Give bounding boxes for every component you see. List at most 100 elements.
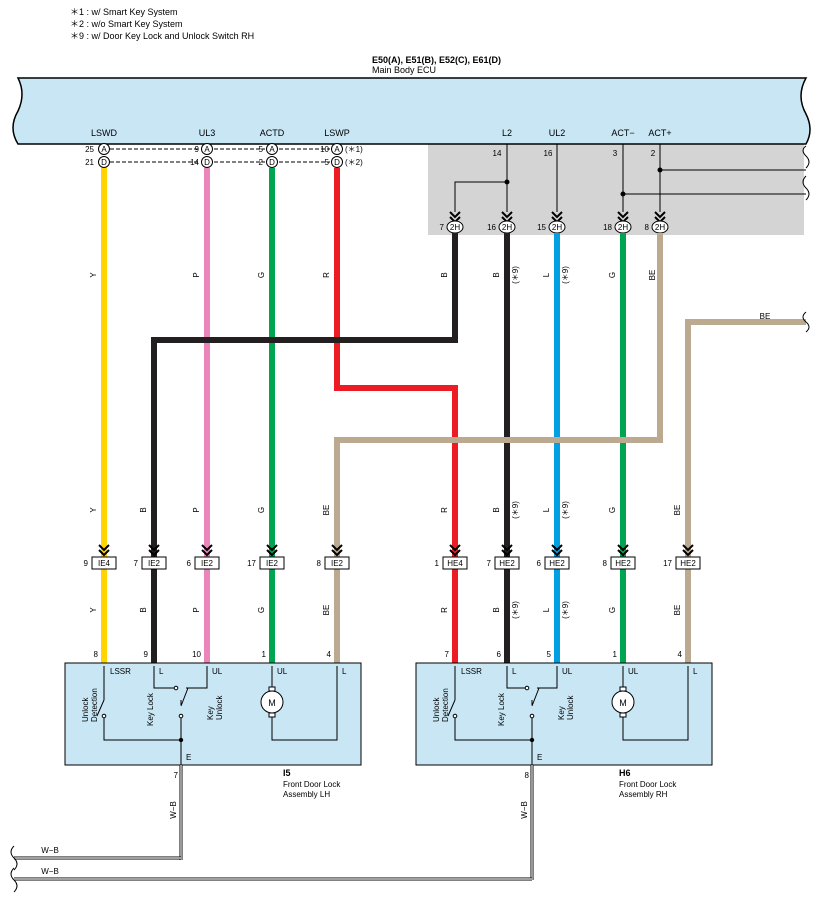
svg-text:Detection: Detection bbox=[90, 688, 99, 722]
svg-text:17: 17 bbox=[247, 559, 256, 568]
svg-text:2H: 2H bbox=[552, 223, 562, 232]
svg-text:P: P bbox=[192, 607, 201, 612]
svg-text:L: L bbox=[693, 667, 698, 676]
wb-label-rh-vertical: W−B bbox=[520, 801, 529, 819]
wire-beige-rh bbox=[685, 319, 806, 663]
svg-text:L: L bbox=[512, 667, 517, 676]
wb-label-rh: W−B bbox=[41, 867, 59, 876]
ecu-pin-ul2: 16 bbox=[544, 149, 553, 158]
svg-text:Key Lock: Key Lock bbox=[497, 692, 506, 726]
svg-text:B: B bbox=[492, 272, 501, 277]
svg-text:7: 7 bbox=[440, 223, 445, 232]
pin-label-l2: L2 bbox=[502, 128, 512, 138]
svg-text:A: A bbox=[101, 145, 107, 154]
front-door-lock-assembly-lh: 8 9 10 1 4 LSSR L UL UL L E bbox=[64, 650, 362, 860]
svg-text:5: 5 bbox=[325, 158, 330, 167]
svg-text:Assembly RH: Assembly RH bbox=[619, 790, 668, 799]
wb-label-lh: W−B bbox=[41, 846, 59, 855]
svg-text:LSSR: LSSR bbox=[461, 667, 482, 676]
wire-black-lh bbox=[151, 233, 458, 663]
wire-labels-upper: Y P G R B B (＊9) L (＊9) G BE BE bbox=[89, 266, 770, 321]
svg-text:BE: BE bbox=[760, 312, 771, 321]
svg-text:15: 15 bbox=[537, 223, 546, 232]
pin-label-actp: ACT+ bbox=[648, 128, 671, 138]
svg-text:R: R bbox=[322, 272, 331, 278]
svg-text:D: D bbox=[334, 158, 340, 167]
svg-text:HE2: HE2 bbox=[680, 559, 696, 568]
wb-label-lh-vertical: W−B bbox=[169, 801, 178, 819]
svg-text:2H: 2H bbox=[618, 223, 628, 232]
svg-text:HE2: HE2 bbox=[499, 559, 515, 568]
pin-label-ul2: UL2 bbox=[549, 128, 566, 138]
svg-text:A: A bbox=[269, 145, 275, 154]
svg-text:UL: UL bbox=[628, 667, 639, 676]
svg-text:L: L bbox=[542, 507, 551, 512]
svg-text:P: P bbox=[192, 507, 201, 512]
svg-text:E: E bbox=[186, 753, 191, 762]
svg-text:(＊9): (＊9) bbox=[561, 601, 570, 619]
svg-text:5: 5 bbox=[259, 145, 264, 154]
svg-text:UL: UL bbox=[562, 667, 573, 676]
svg-text:G: G bbox=[257, 607, 266, 613]
ecu-name: Main Body ECU bbox=[372, 65, 436, 75]
ecu-pin-l2: 14 bbox=[493, 149, 502, 158]
svg-text:BE: BE bbox=[673, 505, 682, 516]
svg-text:Unlock: Unlock bbox=[566, 695, 575, 720]
ecu-terminal-lswd: A D 25 21 bbox=[85, 143, 110, 168]
svg-text:IE2: IE2 bbox=[201, 559, 214, 568]
svg-text:8: 8 bbox=[603, 559, 608, 568]
svg-text:B: B bbox=[139, 507, 148, 512]
svg-text:D: D bbox=[269, 158, 275, 167]
svg-text:(＊9): (＊9) bbox=[561, 501, 570, 519]
svg-text:6: 6 bbox=[187, 559, 192, 568]
note-1: ＊1 : w/ Smart Key System bbox=[70, 7, 178, 17]
svg-text:H6: H6 bbox=[619, 768, 631, 778]
ecu-pin-actp: 2 bbox=[651, 149, 656, 158]
svg-text:2H: 2H bbox=[502, 223, 512, 232]
svg-text:5: 5 bbox=[547, 650, 552, 659]
svg-text:Unlock: Unlock bbox=[81, 697, 90, 722]
svg-text:P: P bbox=[192, 272, 201, 277]
svg-text:G: G bbox=[608, 607, 617, 613]
svg-text:Y: Y bbox=[89, 272, 98, 278]
svg-text:10: 10 bbox=[192, 650, 201, 659]
svg-text:Front Door Lock: Front Door Lock bbox=[283, 780, 341, 789]
svg-text:HE2: HE2 bbox=[615, 559, 631, 568]
svg-text:(＊9): (＊9) bbox=[511, 266, 520, 284]
motor-lh: M bbox=[268, 698, 276, 708]
note-2: ＊2 : w/o Smart Key System bbox=[70, 19, 183, 29]
svg-text:7: 7 bbox=[487, 559, 492, 568]
svg-text:8: 8 bbox=[645, 223, 650, 232]
svg-text:L: L bbox=[342, 667, 347, 676]
junction-block-area bbox=[428, 143, 804, 235]
ecu-connectors: E50(A), E51(B), E52(C), E61(D) bbox=[372, 55, 501, 65]
svg-text:9: 9 bbox=[195, 145, 200, 154]
svg-text:Assembly LH: Assembly LH bbox=[283, 790, 330, 799]
svg-text:9: 9 bbox=[144, 650, 149, 659]
svg-text:BE: BE bbox=[322, 605, 331, 616]
pin-label-actd: ACTD bbox=[260, 128, 285, 138]
ecu-terminal-lswp: A D 10 5 (＊1) (＊2) bbox=[320, 143, 363, 168]
svg-text:B: B bbox=[492, 507, 501, 512]
svg-text:LSSR: LSSR bbox=[110, 667, 131, 676]
svg-text:G: G bbox=[608, 507, 617, 513]
svg-text:D: D bbox=[101, 158, 107, 167]
svg-text:Detection: Detection bbox=[441, 688, 450, 722]
junction-internal-lines bbox=[454, 144, 810, 212]
svg-text:(＊9): (＊9) bbox=[511, 501, 520, 519]
svg-text:25: 25 bbox=[85, 145, 94, 154]
junction-2h-connectors: 2H 7 2H 16 2H 15 2H 18 2H 8 bbox=[440, 211, 669, 234]
ecu-pin-actm: 3 bbox=[613, 149, 618, 158]
svg-text:Y: Y bbox=[89, 507, 98, 513]
svg-text:I5: I5 bbox=[283, 768, 291, 778]
svg-text:HE2: HE2 bbox=[549, 559, 565, 568]
svg-text:BE: BE bbox=[322, 505, 331, 516]
wire-red-lswp bbox=[334, 168, 458, 663]
ecu-terminal-actd: A D 5 2 bbox=[259, 143, 278, 168]
svg-text:(＊1): (＊1) bbox=[345, 145, 363, 154]
pin-label-ul3: UL3 bbox=[199, 128, 216, 138]
notes-block: ＊1 : w/ Smart Key System ＊2 : w/o Smart … bbox=[70, 6, 254, 42]
pin-label-actm: ACT− bbox=[611, 128, 634, 138]
svg-text:Key: Key bbox=[557, 706, 566, 720]
middle-connectors: IE4 9 IE2 7 IE2 6 IE2 17 IE2 8 HE4 1 HE2… bbox=[84, 544, 701, 570]
